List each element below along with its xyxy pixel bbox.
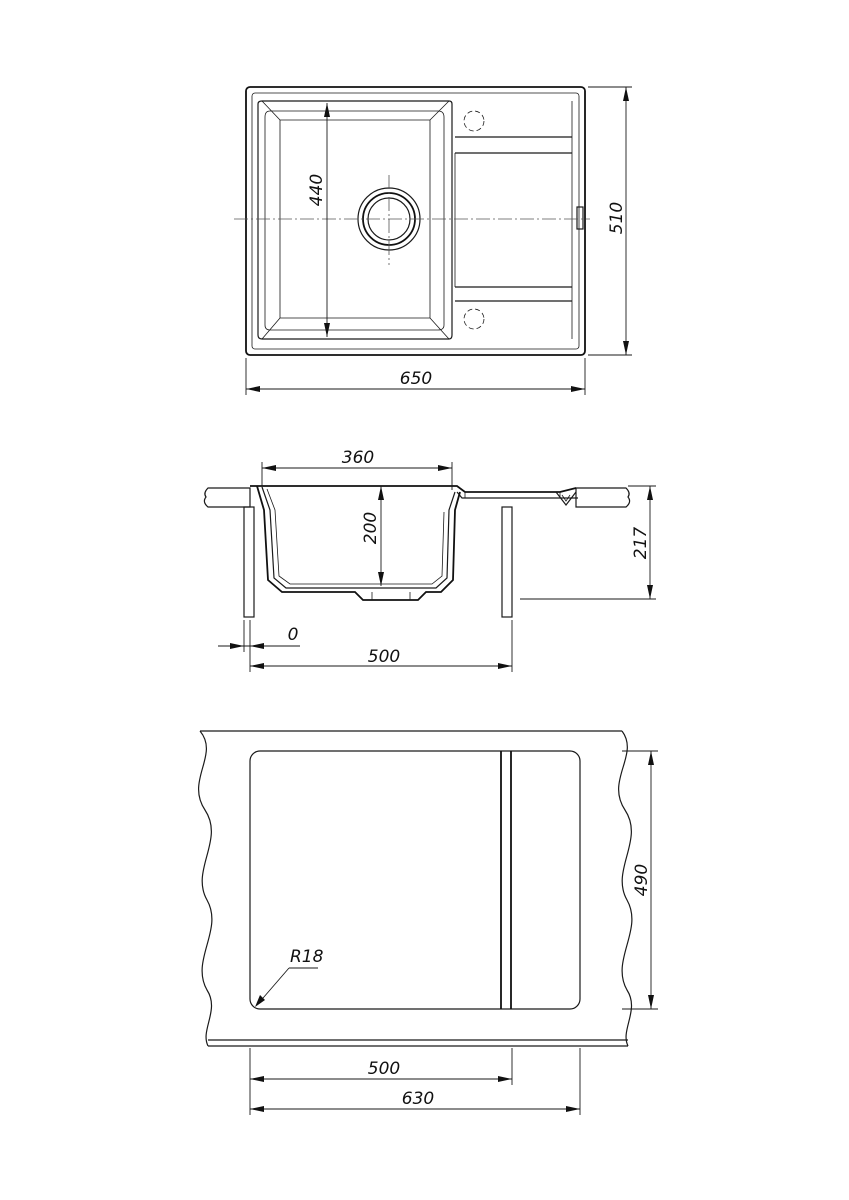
tap-hole-icon (463, 110, 485, 132)
sink-outline (245, 86, 586, 356)
radius-callout: R18 (255, 947, 324, 1007)
dimension-label: 200 (361, 512, 381, 544)
countertop-right (575, 487, 631, 508)
dimension-360: 360 (261, 448, 453, 490)
dimension-440: 440 (307, 103, 330, 337)
cutout-view: R18 490 500 630 (198, 730, 658, 1115)
dimension-0: 0 (218, 620, 300, 652)
dimension-label: 510 (607, 202, 627, 234)
dimension-label: 500 (368, 647, 400, 667)
dimension-label: 217 (631, 527, 651, 560)
dimension-200: 200 (361, 486, 384, 586)
dimension-label: 650 (400, 369, 432, 389)
cabinet-wall-right (501, 506, 513, 618)
dimension-label: 490 (632, 864, 652, 896)
dimension-650: 650 (245, 358, 586, 395)
cabinet-wall-left (243, 506, 255, 618)
dimension-label: 440 (307, 174, 327, 206)
countertop-outline (198, 730, 633, 1047)
bowl-section (256, 485, 461, 601)
dimension-label: 630 (402, 1089, 434, 1109)
dimension-630: 630 (250, 1089, 580, 1112)
cutout-outline (249, 750, 581, 1010)
dimension-label: R18 (290, 947, 324, 967)
section-view: 360 200 217 0 (203, 448, 656, 672)
dimension-label: 360 (342, 448, 374, 468)
top-view: 440 510 650 (234, 86, 632, 395)
cabinet-wall-marker (500, 751, 512, 1009)
dimension-510: 510 (588, 86, 632, 356)
tap-hole-icon (463, 308, 485, 330)
dimension-490: 490 (622, 750, 658, 1010)
drainer-board (454, 101, 584, 339)
bowl-outline (257, 100, 453, 340)
countertop-left (203, 487, 251, 508)
dimension-label: 0 (288, 625, 299, 645)
dimension-500-section: 500 (249, 620, 513, 672)
dimension-label: 500 (368, 1059, 400, 1079)
dimension-217: 217 (520, 485, 656, 600)
dimension-500-cutout: 500 (249, 1048, 581, 1115)
